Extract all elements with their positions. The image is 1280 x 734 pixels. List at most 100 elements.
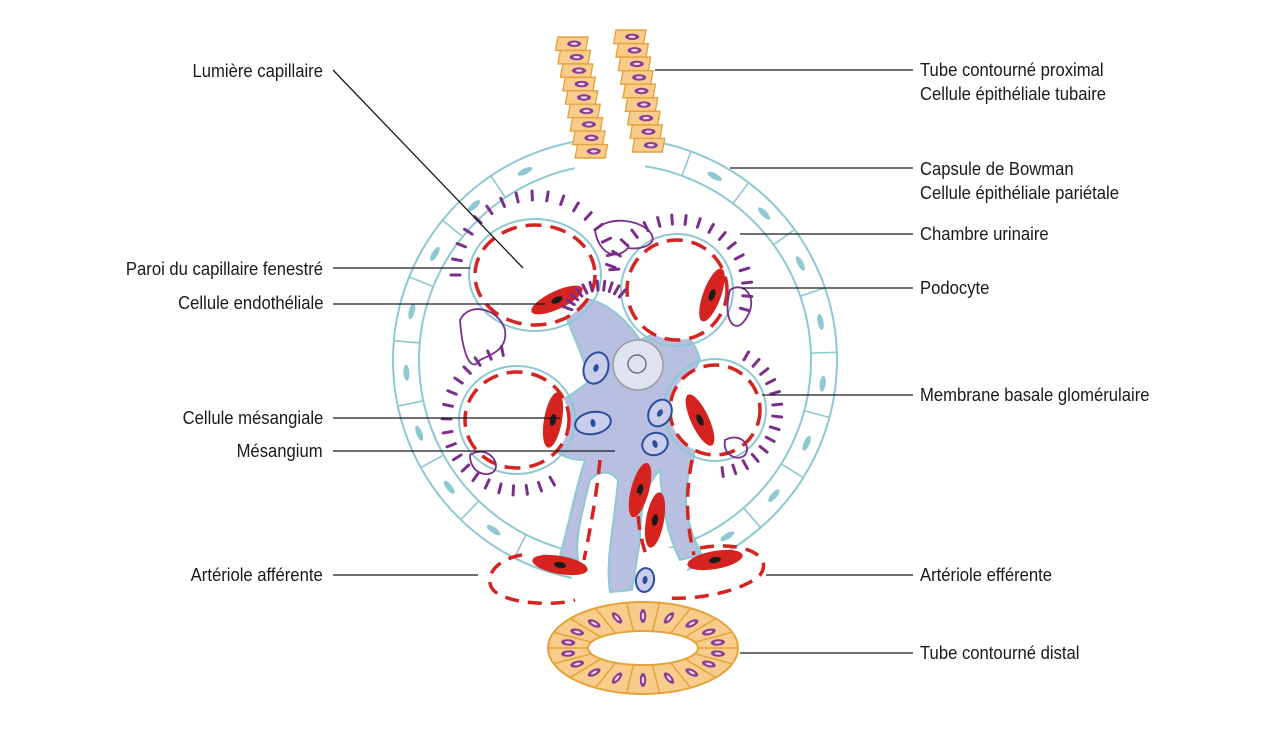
- tubule-cell-nucleolus: [647, 143, 655, 147]
- parietal-cell-border: [681, 151, 692, 177]
- distal-cell-border: [625, 602, 635, 632]
- parietal-cell-nucleus: [795, 256, 805, 271]
- tubule-cell-nucleolus: [640, 103, 648, 106]
- podocyte-foot: [608, 267, 621, 272]
- podocyte-foot: [569, 292, 580, 302]
- label-lumiere-capillaire: Lumière capillaire: [192, 60, 323, 81]
- podocyte-foot: [771, 402, 784, 407]
- podocyte-foot: [514, 191, 520, 204]
- label-mesangium: Mésangium: [236, 440, 323, 461]
- endothelial-nucleus: [554, 561, 566, 569]
- label-membrane-basale: Membrane basale glomérulaire: [920, 384, 1150, 405]
- podocyte-foot: [600, 236, 612, 244]
- podocyte-foot: [442, 402, 454, 408]
- podocyte-foot: [742, 350, 750, 362]
- podocyte-body: [469, 450, 497, 475]
- podocyte-foot: [441, 429, 454, 435]
- label-capsule-bowman-line1: Capsule de Bowman: [920, 158, 1074, 179]
- podocyte-foot: [683, 214, 688, 226]
- distal-cell-nucleolus: [705, 630, 713, 634]
- label-cellule-mesangiale: Cellule mésangiale: [182, 407, 323, 428]
- podocyte-foot: [602, 279, 607, 292]
- podocyte-foot: [460, 463, 471, 473]
- podocyte-foot: [726, 241, 737, 250]
- tubule-cell-nucleolus: [638, 89, 645, 93]
- distal-cell-border: [594, 662, 617, 689]
- distal-cell-border: [569, 617, 602, 638]
- podocyte-foot: [445, 442, 457, 449]
- mesangial-cells: [574, 351, 673, 593]
- podocyte-foot: [656, 216, 662, 228]
- mesangial-cell-nucleus: [657, 409, 663, 417]
- podocyte-body: [594, 219, 654, 256]
- parietal-cell-nucleus: [720, 531, 735, 542]
- podocyte-foot: [768, 425, 781, 432]
- capillary-wall: [463, 370, 571, 470]
- endothelial-nucleus: [636, 484, 644, 496]
- label-arteriole-afferente: Artériole afférente: [190, 564, 323, 585]
- podocyte-foot: [630, 228, 639, 239]
- distal-cell-border: [594, 607, 617, 634]
- podocyte-foot: [717, 231, 727, 241]
- endothelial-nucleus: [549, 414, 557, 426]
- distal-cell-border: [684, 658, 717, 679]
- distal-cell-nucleolus: [573, 662, 581, 666]
- distal-cell-nucleolus: [688, 670, 696, 675]
- tubule-cell-nucleolus: [633, 62, 641, 66]
- tubule-cell-nucleolus: [573, 55, 581, 59]
- parietal-cell-border: [742, 507, 762, 529]
- parietal-cell-nucleus: [817, 314, 824, 330]
- podocyte-foot: [453, 376, 464, 385]
- podocyte-foot: [738, 266, 751, 273]
- tubule-cell-nucleolus: [580, 96, 588, 99]
- podocyte-foot: [617, 288, 627, 299]
- podocyte-foot: [455, 242, 467, 249]
- distal-cell-nucleolus: [641, 676, 645, 684]
- distal-cell-nucleolus: [590, 670, 598, 675]
- tubule-cell-nucleolus: [578, 82, 586, 86]
- podocyte-foot: [695, 217, 702, 229]
- podocytes: [440, 189, 784, 497]
- distal-tubule: [547, 601, 739, 695]
- parietal-cell-border: [732, 182, 750, 204]
- parietal-cell-nucleus: [443, 480, 455, 494]
- podocyte-foot: [545, 190, 550, 203]
- podocyte-foot: [769, 390, 781, 396]
- parietal-cell-nucleus: [408, 303, 416, 320]
- podocyte-foot: [733, 253, 745, 261]
- leader-lines: [332, 69, 913, 654]
- podocyte-foot: [670, 213, 674, 226]
- basement-membrane: [468, 218, 602, 332]
- distal-cell-border: [625, 664, 635, 694]
- parietal-cell-nucleus: [768, 489, 780, 503]
- distal-cell-border: [694, 631, 733, 643]
- podocyte-foot: [751, 357, 761, 368]
- podocyte-foot: [581, 283, 589, 295]
- distal-cell-nucleolus: [564, 641, 572, 644]
- tubule-cell-nucleolus: [645, 130, 652, 133]
- tubule-cell-nucleolus: [631, 49, 638, 52]
- podocyte-foot: [463, 227, 474, 236]
- distal-cell-border: [651, 602, 661, 632]
- podocyte-body: [459, 308, 507, 366]
- tubule-cell-nucleolus: [590, 149, 598, 153]
- podocyte-foot: [559, 194, 566, 207]
- distal-cell-nucleolus: [590, 621, 598, 626]
- parietal-cell-nucleus: [517, 166, 533, 176]
- label-capsule-bowman: Capsule de Bowman Cellule épithéliale pa…: [920, 157, 1119, 205]
- distal-cell-nucleolus: [614, 675, 620, 681]
- tubule-cell-nucleolus: [642, 116, 650, 120]
- podocyte-foot: [619, 238, 630, 248]
- parietal-cell-border: [460, 500, 480, 521]
- parietal-cell-border: [800, 286, 826, 297]
- basement-membrane: [458, 365, 576, 475]
- endothelial-nucleus: [551, 296, 563, 304]
- distal-cell-border: [669, 662, 692, 689]
- endothelial-nucleus: [708, 289, 716, 301]
- distal-cell-border: [553, 653, 592, 665]
- podocyte-foot: [771, 414, 784, 419]
- proximal-tubule: [554, 29, 666, 159]
- parietal-cell-border: [490, 175, 507, 198]
- podocyte-foot: [707, 222, 715, 234]
- tubule-cell-nucleolus: [570, 42, 578, 46]
